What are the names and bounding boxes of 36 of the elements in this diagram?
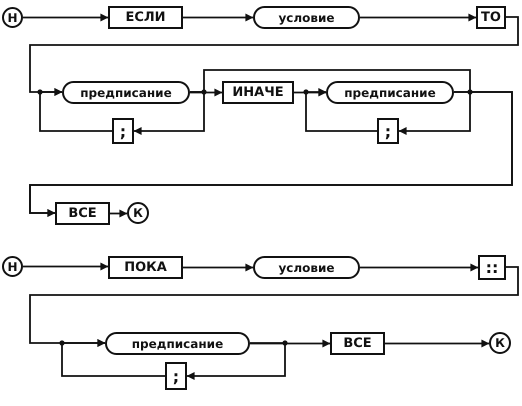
arrow <box>385 340 490 348</box>
terminal-circle: Н <box>2 7 23 28</box>
arrow <box>29 266 519 347</box>
terminal-circle: Н <box>2 256 23 277</box>
arrow <box>360 14 476 22</box>
arrow <box>183 264 254 272</box>
arrow <box>61 339 165 377</box>
terminal-circle: К <box>127 202 149 224</box>
keyword-box: ВСЕ <box>55 202 110 225</box>
arrow <box>186 342 286 380</box>
arrow <box>39 88 112 132</box>
nonterminal-box: предписание <box>326 81 454 104</box>
keyword-box: ПОКА <box>108 256 183 279</box>
delimiter-box: ; <box>377 118 399 144</box>
arrow <box>183 14 254 22</box>
keyword-box: ИНАЧЕ <box>222 81 294 104</box>
arrow <box>250 340 330 348</box>
arrow <box>23 14 108 22</box>
arrow <box>23 262 108 270</box>
delimiter-box: :: <box>478 255 506 280</box>
nonterminal-box: предписание <box>105 332 250 355</box>
nonterminal-box: условие <box>253 256 360 279</box>
keyword-box: ТО <box>476 6 506 29</box>
arrow <box>110 210 128 218</box>
keyword-box: ВСЕ <box>330 332 385 355</box>
arrow <box>190 88 222 96</box>
terminal-circle: К <box>489 332 511 354</box>
nonterminal-box: предписание <box>62 81 190 104</box>
nonterminal-box: условие <box>253 6 360 29</box>
delimiter-box: ; <box>112 118 134 144</box>
delimiter-box: ; <box>165 362 187 390</box>
arrow <box>294 88 326 96</box>
arrow <box>305 88 377 132</box>
keyword-box: ЕСЛИ <box>108 6 183 29</box>
arrow <box>360 264 478 272</box>
arrow <box>29 16 519 96</box>
